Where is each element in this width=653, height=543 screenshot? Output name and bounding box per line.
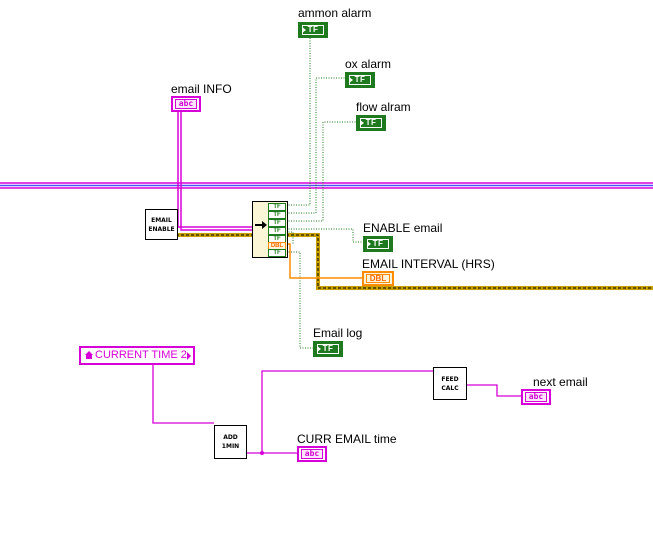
- dbl-wire: [286, 243, 362, 279]
- email-info-label: email INFO: [171, 82, 232, 96]
- bool-type-text: TF: [349, 75, 371, 85]
- flow-alram-indicator[interactable]: TF: [356, 115, 386, 131]
- string-type-text: abc: [301, 449, 323, 459]
- unbundle-terminal[interactable]: TF: [268, 219, 286, 227]
- wire-junction: [260, 451, 264, 455]
- play-arrow-icon: [187, 352, 191, 360]
- email-info-wire: [177, 108, 252, 231]
- unbundle-terminal[interactable]: TF: [268, 227, 286, 235]
- email-log-label: Email log: [313, 326, 363, 340]
- arrow-right-icon: [262, 221, 267, 229]
- email-interval-indicator[interactable]: DBL: [362, 271, 394, 286]
- subvi-line: ENABLE: [148, 225, 175, 233]
- subvi-line: CALC: [441, 384, 459, 392]
- arrow-shaft-icon: [255, 224, 264, 226]
- ammon-alarm-label: ammon alarm: [298, 6, 372, 20]
- curr-email-time-indicator[interactable]: abc: [297, 446, 327, 462]
- ox-alarm-indicator[interactable]: TF: [345, 72, 375, 88]
- bool-type-text: TF: [317, 344, 339, 354]
- boolean-wires: [286, 27, 363, 349]
- subvi-line: ADD: [223, 434, 238, 441]
- bool-type-text: TF: [302, 25, 324, 35]
- flow-alram-label: flow alram: [356, 100, 411, 114]
- current-time-text: CURRENT TIME 2: [95, 349, 187, 361]
- enable-email-label: ENABLE email: [363, 221, 443, 235]
- next-email-indicator[interactable]: abc: [521, 389, 551, 405]
- bool-type-text: TF: [367, 239, 389, 249]
- unbundle-terminal[interactable]: TF: [268, 249, 286, 257]
- curr-email-time-label: CURR EMAIL time: [297, 432, 397, 446]
- dbl-type-text: DBL: [366, 274, 390, 283]
- enable-email-indicator[interactable]: TF: [363, 236, 393, 252]
- time-wires: [152, 361, 521, 454]
- indicator-arrow-icon: [360, 120, 364, 126]
- email-log-indicator[interactable]: TF: [313, 341, 343, 357]
- unbundle-terminal[interactable]: TF: [268, 203, 286, 211]
- indicator-arrow-icon: [317, 346, 321, 352]
- next-email-label: next email: [533, 375, 588, 389]
- string-type-text: abc: [175, 99, 197, 109]
- unbundle-terminal[interactable]: TF: [268, 211, 286, 219]
- indicator-arrow-icon: [367, 241, 371, 247]
- email-info-terminal[interactable]: abc: [171, 96, 201, 112]
- subvi-line: 1MIN: [221, 443, 240, 450]
- add-1min-subvi[interactable]: ADD 1MIN: [214, 425, 247, 459]
- home-icon: [85, 351, 93, 359]
- current-time-constant[interactable]: CURRENT TIME 2: [79, 346, 195, 365]
- ammon-alarm-indicator[interactable]: TF: [298, 22, 328, 38]
- subvi-line: FEED: [441, 375, 459, 383]
- email-interval-label: EMAIL INTERVAL (HRS): [362, 257, 495, 271]
- bool-type-text: TF: [360, 118, 382, 128]
- string-type-text: abc: [525, 392, 547, 402]
- cluster-wire: [0, 182, 653, 189]
- indicator-arrow-icon: [349, 77, 353, 83]
- error-cluster-wire: [176, 233, 653, 290]
- subvi-line: EMAIL: [151, 216, 172, 224]
- ox-alarm-label: ox alarm: [345, 57, 392, 71]
- indicator-arrow-icon: [302, 27, 306, 33]
- unbundle-body: [253, 202, 268, 257]
- unbundle-by-name-node[interactable]: TF TF TF TF TF DBL TF: [252, 201, 288, 258]
